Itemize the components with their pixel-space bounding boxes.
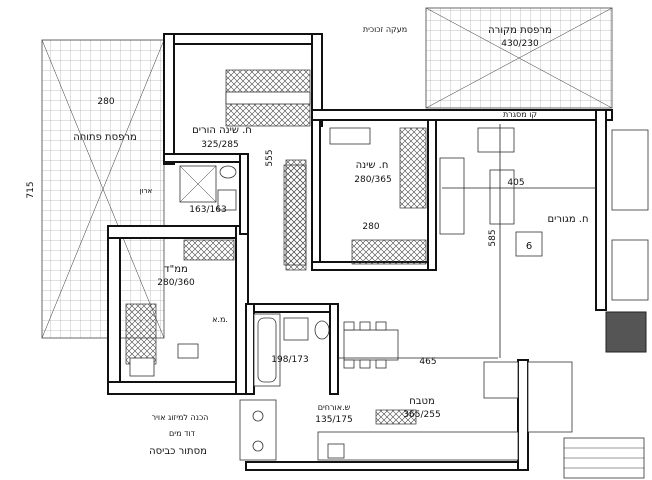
dim-465: 465: [419, 357, 436, 367]
neighbor-unit: [611, 129, 649, 301]
open-balcony-label: מרפסת פתוחה: [73, 132, 137, 143]
kitchen-name: מטבח: [409, 396, 435, 407]
dim-405: 405: [507, 178, 524, 188]
dimension-labels: 280 715 555 405 585 280 465: [26, 97, 525, 367]
bathroom-size: 198/173: [271, 355, 308, 365]
label-laundry: מסתור כביסה: [149, 446, 207, 457]
dim-555: 555: [265, 149, 275, 166]
master-bedroom-size: 325/285: [201, 140, 238, 150]
label-glass-railing: מעקה זכוכית: [363, 25, 407, 34]
living-room: ח. מגורים 6: [439, 124, 596, 358]
shower-size: 163/163: [189, 205, 226, 215]
safe-room-size: 280/360: [157, 278, 195, 288]
dim-280-bed: 280: [362, 222, 379, 232]
master-bedroom-name: ח. שינה הורים: [192, 125, 252, 136]
dim-715: 715: [26, 181, 36, 198]
bedroom: ח. שינה 280/365: [283, 127, 427, 266]
kitchen-size: 365/255: [403, 410, 440, 420]
safe-room-name: ממ"ד: [164, 264, 188, 275]
bedroom-size: 280/365: [354, 175, 391, 185]
service-area: הכנה למיזוג אויר דוד מים מסתור כביסה: [149, 399, 277, 461]
safe-room-ma: מ.א.: [212, 315, 228, 324]
annotations: מעקה זכוכית קו מסגרת ארון: [140, 25, 538, 195]
guest-toilet: ש.אורחים 135/175: [315, 403, 353, 459]
toilet-size: 135/175: [315, 415, 352, 425]
label-ventilation: הכנה למיזוג אויר: [152, 413, 209, 422]
dim-280-top: 280: [97, 97, 114, 107]
dining-table: [343, 321, 399, 369]
label-water-heater: דוד מים: [169, 429, 196, 438]
walls: [107, 33, 613, 471]
open-balcony: מרפסת פתוחה: [41, 39, 165, 339]
bedroom-name: ח. שינה: [356, 160, 389, 171]
toilet-name: ש.אורחים: [318, 403, 351, 412]
living-room-name: ח. מגורים: [547, 214, 588, 225]
safe-room: ממ"ד 280/360 מ.א.: [125, 239, 235, 377]
label-closet: ארון: [140, 187, 153, 195]
kitchen: מטבח 365/255: [317, 361, 519, 461]
bathroom: 198/173: [253, 313, 330, 387]
stairwell: [527, 311, 647, 479]
roofed-balcony-label: מרפסת מקורה: [488, 25, 552, 36]
dim-585: 585: [488, 229, 498, 246]
roofed-balcony-size: 430/230: [501, 39, 539, 49]
roofed-balcony: מרפסת מקורה 430/230: [425, 7, 613, 109]
label-roof-edge: קו מסגרת: [503, 110, 537, 119]
shower-room: 163/163: [179, 165, 237, 215]
apartment-number: 6: [526, 241, 532, 252]
